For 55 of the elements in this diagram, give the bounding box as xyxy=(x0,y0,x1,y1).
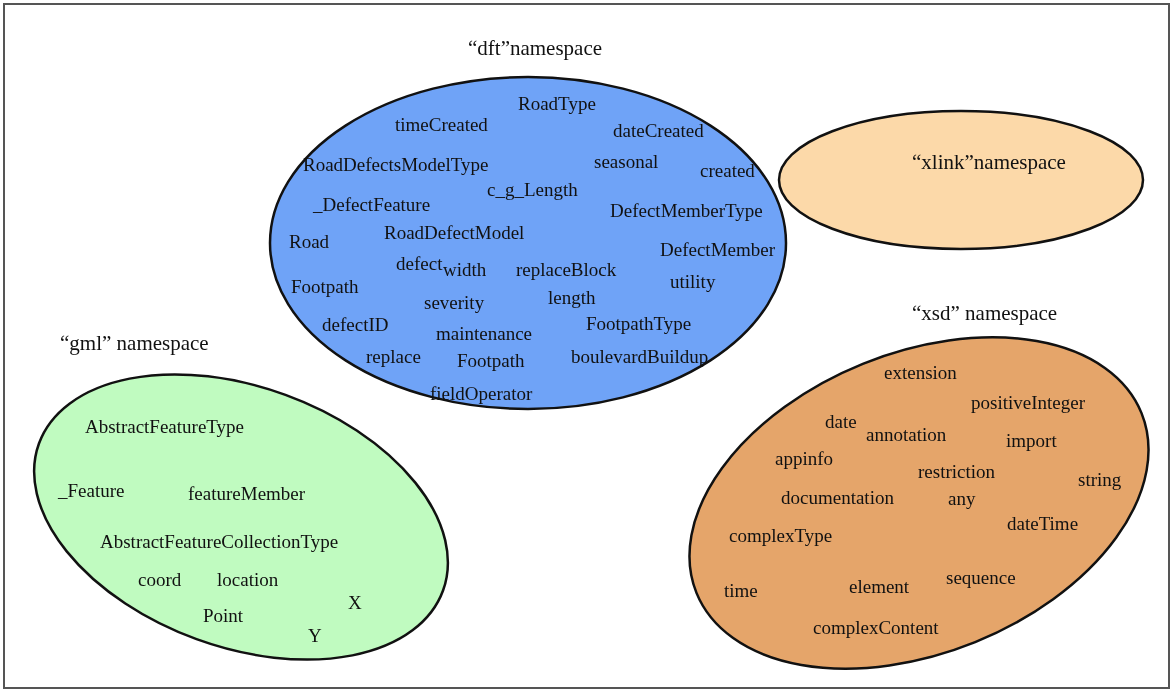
element-name: extension xyxy=(884,362,957,384)
element-name: time xyxy=(724,580,758,602)
element-name: string xyxy=(1078,469,1122,491)
element-name: defect xyxy=(396,253,443,274)
element-name: RoadDefectModel xyxy=(384,222,525,244)
element-name: _DefectFeature xyxy=(313,194,431,216)
element-name: any xyxy=(948,488,976,510)
element-name: DefectMember xyxy=(660,239,775,261)
element-name: defectID xyxy=(322,314,389,336)
element-name: sequence xyxy=(946,567,1016,589)
element-name: seasonal xyxy=(594,151,659,173)
element-name: FootpathType xyxy=(586,313,692,335)
element-name: featureMember xyxy=(188,483,306,505)
element-name: coord xyxy=(138,569,182,591)
element-name: annotation xyxy=(866,424,947,446)
element-name: maintenance xyxy=(436,323,532,345)
element-name: dateCreated xyxy=(613,120,704,142)
element-name: created xyxy=(700,160,755,182)
element-name: length xyxy=(548,287,596,309)
element-name: utility xyxy=(670,271,716,293)
element-name: dateTime xyxy=(1007,513,1079,535)
element-name: import xyxy=(1006,430,1057,452)
namespace-heading: “gml” namespace xyxy=(60,332,209,354)
element-name: complexType xyxy=(729,525,833,547)
element-name: boulevardBuildup xyxy=(571,346,709,368)
element-name: timeCreated xyxy=(395,114,488,136)
element-name: AbstractFeatureType xyxy=(85,416,245,438)
element-name: Road xyxy=(289,231,330,253)
element-name: element xyxy=(849,576,910,598)
element-name: appinfo xyxy=(775,448,834,470)
element-name: RoadDefectsModelType xyxy=(303,154,489,176)
element-name: _Feature xyxy=(58,480,125,502)
element-name: X xyxy=(348,592,362,614)
element-name: Y xyxy=(308,625,322,647)
element-name: AbstractFeatureCollectionType xyxy=(100,531,339,553)
namespace-heading: “dft”namespace xyxy=(468,37,603,59)
element-name: replaceBlock xyxy=(516,259,617,281)
element-name: fieldOperator xyxy=(430,383,533,405)
element-name: complexContent xyxy=(813,617,939,639)
namespace-heading: “xlink”namespace xyxy=(912,151,1066,173)
element-name: width xyxy=(443,259,487,281)
element-name: restriction xyxy=(918,461,996,483)
namespace-heading: “xsd” namespace xyxy=(912,302,1058,324)
element-name: c_g_Length xyxy=(487,179,578,201)
element-name: location xyxy=(217,569,279,591)
element-name: replace xyxy=(366,346,421,368)
element-name: severity xyxy=(424,292,485,314)
element-name: Footpath xyxy=(291,276,359,298)
element-name: positiveInteger xyxy=(971,392,1085,414)
element-name: documentation xyxy=(781,487,894,509)
element-name: RoadType xyxy=(518,93,596,115)
element-name: date xyxy=(825,411,857,433)
element-name: Footpath xyxy=(457,350,525,372)
element-name: DefectMemberType xyxy=(610,200,763,222)
element-name: Point xyxy=(203,605,244,627)
